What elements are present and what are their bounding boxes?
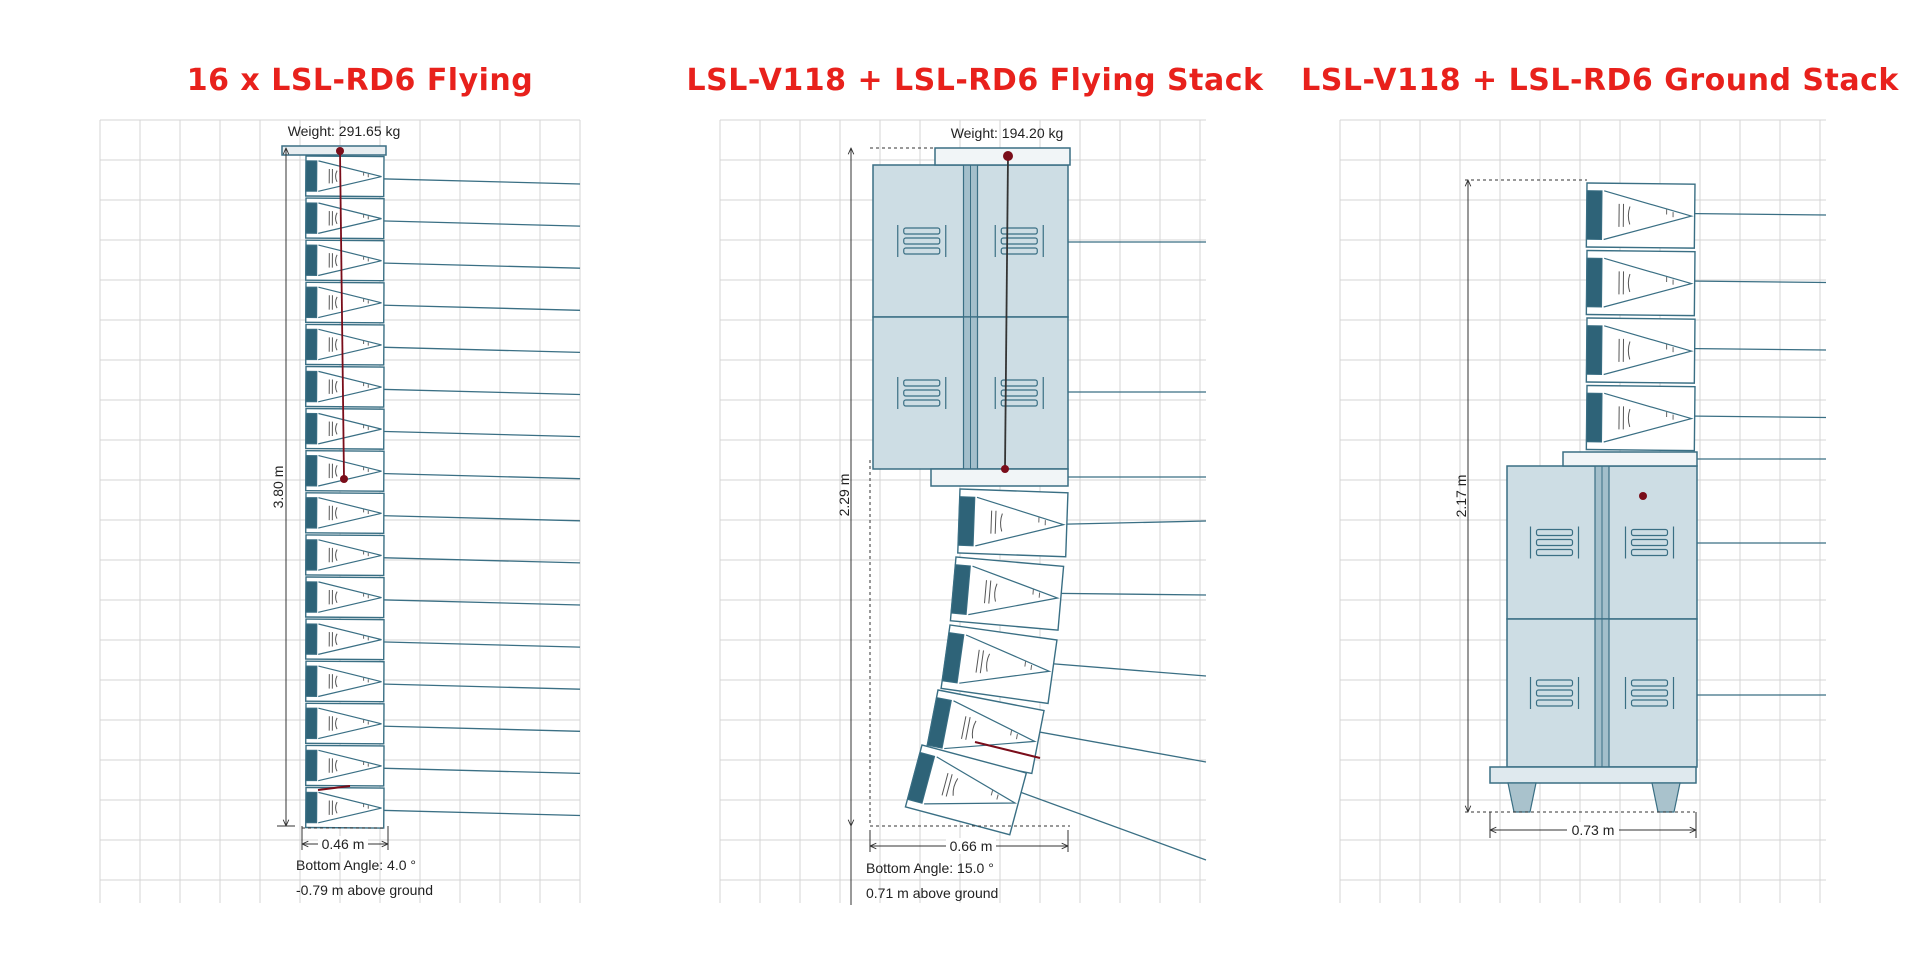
angle-marker bbox=[974, 741, 1041, 759]
coverage-ray bbox=[349, 766, 581, 775]
ground-height-label: 0.71 m above ground bbox=[866, 885, 998, 901]
line-array-cabinet bbox=[305, 155, 385, 198]
coverage-ray bbox=[349, 219, 581, 227]
weight-label: Weight: 291.65 kg bbox=[288, 123, 401, 139]
line-array-cabinet bbox=[305, 660, 385, 703]
subwoofer-cabinet bbox=[872, 164, 1069, 318]
top-rigging-frame bbox=[934, 147, 1071, 166]
coverage-ray bbox=[349, 598, 581, 606]
line-array-cabinet bbox=[305, 365, 385, 408]
bottom-angle-label: Bottom Angle: 4.0 ° bbox=[296, 857, 416, 873]
line-array-cabinet bbox=[305, 197, 385, 240]
panel-title-flying: 16 x LSL-RD6 Flying bbox=[186, 63, 534, 98]
panel-title-flying-stack: LSL-V118 + LSL-RD6 Flying Stack bbox=[686, 63, 1264, 98]
line-array-cabinet bbox=[1585, 249, 1696, 317]
line-array-cabinet bbox=[1585, 182, 1696, 249]
line-array-cabinet bbox=[305, 239, 385, 282]
height-label: 2.17 m bbox=[1453, 475, 1469, 518]
line-array-cabinet bbox=[940, 624, 1058, 705]
mid-rigging-frame bbox=[930, 468, 1069, 487]
coverage-ray bbox=[349, 682, 581, 690]
subwoofer-stack-ground bbox=[1506, 465, 1698, 768]
line-array-cabinet bbox=[1585, 317, 1696, 384]
subwoofer-cabinet bbox=[872, 316, 1069, 470]
width-label: 0.73 m bbox=[1572, 822, 1615, 838]
stack-foot-left bbox=[1507, 782, 1537, 813]
panel-flying-stack: Weight: 194.20 kg 2.29 m 0.66 m Bottom A… bbox=[719, 119, 1207, 905]
line-array-cabinet bbox=[305, 786, 385, 829]
line-array-cabinet bbox=[305, 281, 385, 324]
line-array-cabinet bbox=[305, 492, 385, 535]
rigging-line bbox=[1004, 155, 1009, 470]
coverage-ray bbox=[349, 345, 581, 354]
line-array-cabinet bbox=[305, 407, 385, 450]
line-array-cabinet bbox=[305, 534, 385, 577]
coverage-ray bbox=[349, 261, 581, 269]
line-array-cabinet bbox=[957, 488, 1069, 558]
cabinet-column-flying-stack bbox=[904, 488, 1069, 836]
coverage-ray bbox=[349, 303, 581, 311]
subwoofer-cabinet bbox=[1506, 618, 1698, 768]
stack-foot-right bbox=[1651, 782, 1681, 813]
line-array-cabinet bbox=[305, 702, 385, 745]
line-array-cabinet bbox=[949, 556, 1065, 631]
coverage-ray bbox=[349, 640, 581, 648]
line-array-cabinet bbox=[305, 323, 385, 366]
panel-title-ground-stack: LSL-V118 + LSL-RD6 Ground Stack bbox=[1301, 63, 1899, 98]
coverage-ray bbox=[349, 724, 581, 732]
rig-point-top bbox=[336, 147, 344, 155]
weight-label: Weight: 194.20 kg bbox=[951, 125, 1064, 141]
line-array-cabinet bbox=[1585, 384, 1696, 452]
coverage-rays-flying bbox=[349, 177, 581, 817]
coverage-ray bbox=[989, 780, 1207, 861]
rig-point-center-of-gravity bbox=[1001, 465, 1009, 473]
line-array-cabinet bbox=[305, 618, 385, 661]
rigging-line bbox=[339, 150, 345, 480]
line-array-cabinet bbox=[904, 744, 1028, 836]
rig-point-center-of-gravity bbox=[340, 475, 348, 483]
line-array-cabinet bbox=[305, 744, 385, 787]
line-array-cabinet bbox=[305, 576, 385, 619]
subwoofer-cabinet bbox=[1506, 465, 1698, 620]
panel-flying: Weight: 291.65 kg 3.80 m 0.46 m Bottom A… bbox=[99, 119, 581, 903]
width-label: 0.66 m bbox=[950, 838, 993, 854]
panel-ground-stack: 2.17 m 0.73 m bbox=[1339, 119, 1827, 903]
ground-stack-base bbox=[1489, 766, 1697, 784]
coverage-ray bbox=[349, 429, 581, 438]
line-array-cabinet bbox=[305, 449, 385, 492]
height-label: 2.29 m bbox=[836, 474, 852, 517]
height-label: 3.80 m bbox=[270, 466, 286, 509]
ground-height-label: -0.79 m above ground bbox=[296, 882, 433, 898]
cabinet-column-ground-stack bbox=[1585, 182, 1696, 452]
rig-point-top bbox=[1003, 151, 1013, 161]
width-label: 0.46 m bbox=[322, 836, 365, 852]
bottom-angle-label: Bottom Angle: 15.0 ° bbox=[866, 860, 994, 876]
subwoofer-stack-flying bbox=[872, 164, 1069, 470]
angle-marker bbox=[317, 785, 351, 791]
center-of-gravity-dot bbox=[1639, 492, 1647, 500]
coverage-ray bbox=[349, 472, 581, 480]
rigging-frame bbox=[281, 145, 387, 156]
transition-rigging-frame bbox=[1562, 451, 1698, 467]
cabinet-column-flying bbox=[305, 155, 385, 829]
coverage-ray bbox=[349, 387, 581, 396]
coverage-ray bbox=[349, 808, 581, 817]
coverage-ray bbox=[349, 556, 581, 564]
coverage-ray bbox=[349, 177, 581, 185]
coverage-ray bbox=[349, 514, 581, 522]
